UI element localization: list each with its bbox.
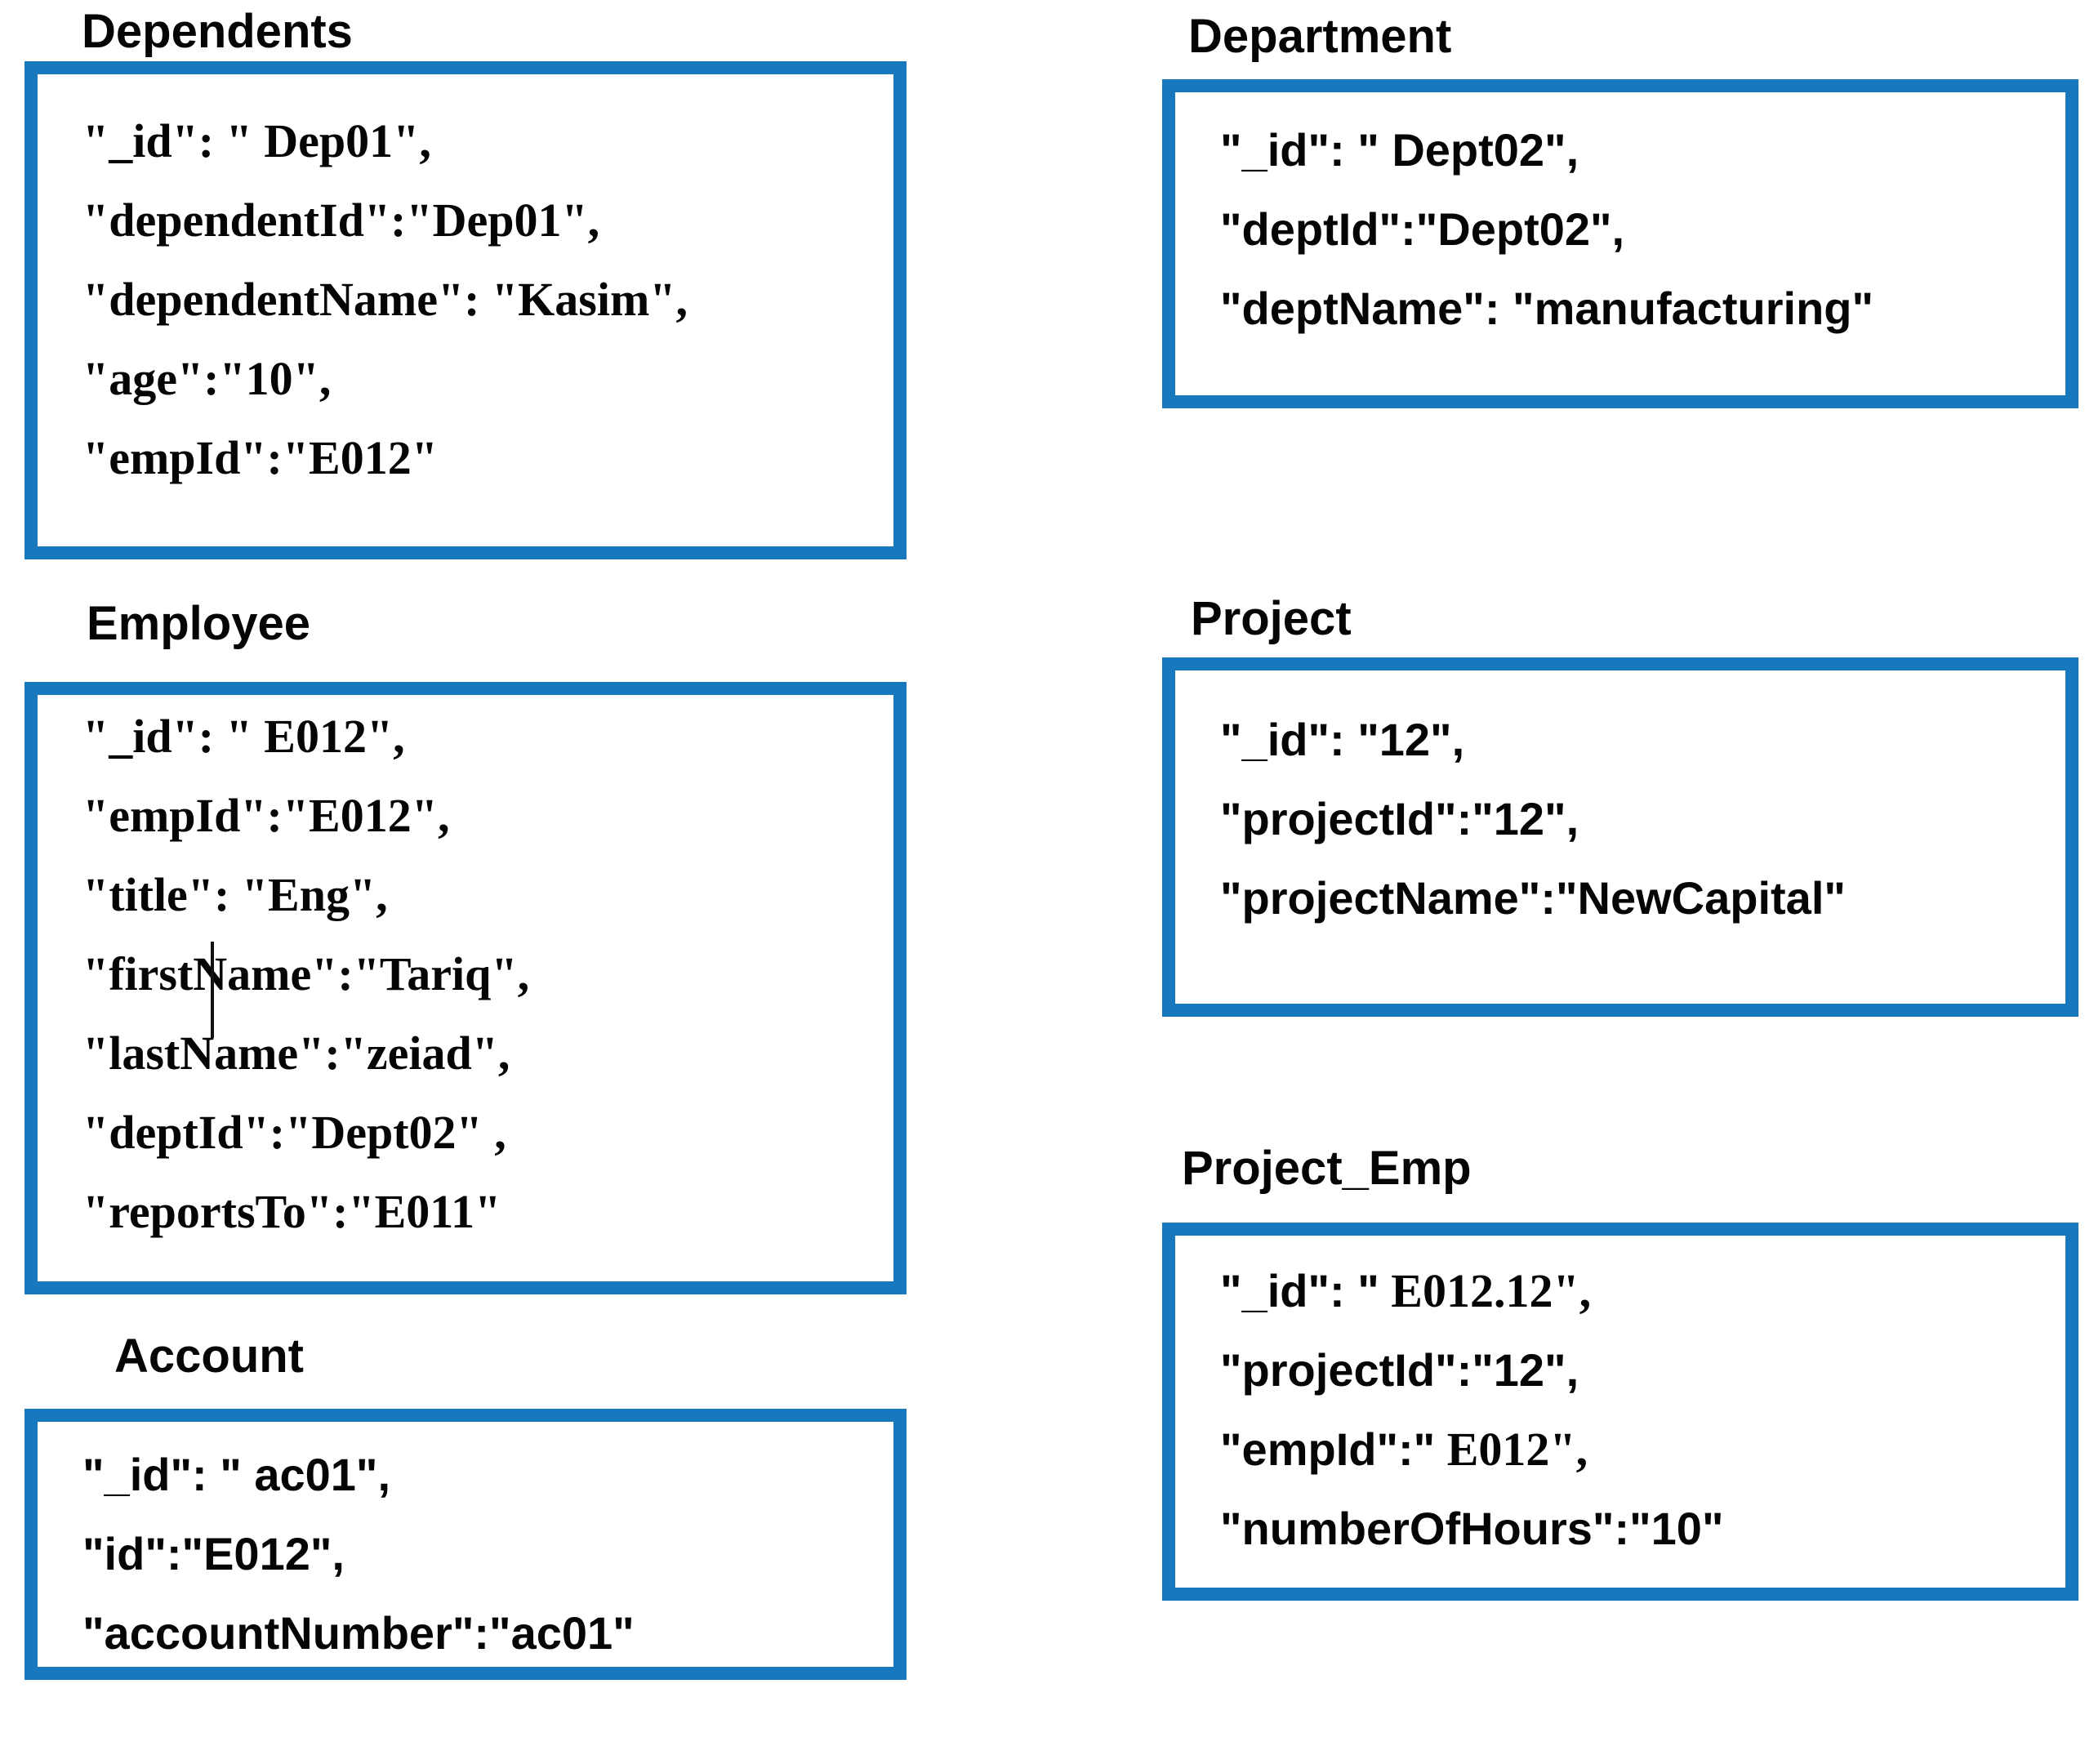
json-line: "deptId":"Dept02" , <box>82 1106 506 1159</box>
json-line: "empId":"E012", <box>82 789 450 842</box>
json-line: "_id": " E012.12", <box>1220 1251 2041 1330</box>
json-line: "_id": " E012", <box>82 710 405 763</box>
entity-box-dependents: "_id": " Dep01", "dependentId":"Dep01", "d… <box>25 61 907 559</box>
entity-title-account: Account <box>114 1330 304 1383</box>
json-line: "_id": "12", <box>1220 714 1465 765</box>
json-line: "numberOfHours":"10" <box>1220 1503 1724 1554</box>
json-line: "dependentId":"Dep01", <box>82 194 600 247</box>
json-line: "dependentName": "Kasim", <box>82 273 688 326</box>
entity-box-project-emp: "_id": " E012.12", "projectId":"12", "empI… <box>1162 1223 2078 1601</box>
entity-title-dependents: Dependents <box>82 5 353 58</box>
json-line: "id":"E012", <box>82 1528 345 1579</box>
json-line: "accountNumber":"ac01" <box>82 1607 635 1659</box>
entity-title-project-emp: Project_Emp <box>1182 1142 1472 1195</box>
json-line: "deptId":"Dept02", <box>1220 203 1625 255</box>
json-line: "reportsTo":"E011" <box>82 1185 501 1238</box>
json-line: "empId":" E012", <box>1220 1410 2041 1489</box>
json-line: "_id": " Dep01", <box>82 114 431 167</box>
json-line-segment: E012", <box>1435 1423 1588 1476</box>
json-line: "title": "Eng", <box>82 868 388 921</box>
json-line-segment: E012.12", <box>1379 1264 1592 1317</box>
json-line: "projectId":"12", <box>1220 793 1579 844</box>
entity-box-project: "_id": "12", "projectId":"12", "projectNam… <box>1162 657 2078 1017</box>
json-line: "_id": " Dept02", <box>1220 124 1579 176</box>
entity-title-employee: Employee <box>87 597 310 650</box>
entity-box-account: "_id": " ac01", "id":"E012", "accountNumbe… <box>25 1409 907 1680</box>
json-line: "firstName":"Tariq", <box>82 947 530 1000</box>
json-line-segment: "empId":" <box>1220 1423 1436 1475</box>
entity-box-employee: "_id": " E012", "empId":"E012", "title": "… <box>25 682 907 1294</box>
text-caret-artifact <box>211 942 214 1038</box>
json-line: "deptName": "manufacturing" <box>1220 283 1874 334</box>
json-line: "projectId":"12", <box>1220 1344 1579 1396</box>
json-line: "projectName":"NewCapital" <box>1220 872 1846 924</box>
json-line: "empId":"E012" <box>82 431 438 484</box>
json-line: "age":"10", <box>82 352 332 405</box>
json-line: "lastName":"zeiad", <box>82 1027 510 1080</box>
entity-title-project: Project <box>1191 592 1352 645</box>
entity-title-department: Department <box>1188 10 1452 63</box>
entity-box-department: "_id": " Dept02", "deptId":"Dept02", "dept… <box>1162 79 2078 408</box>
json-line: "_id": " ac01", <box>82 1449 391 1500</box>
json-line-segment: "_id": " <box>1220 1265 1379 1316</box>
